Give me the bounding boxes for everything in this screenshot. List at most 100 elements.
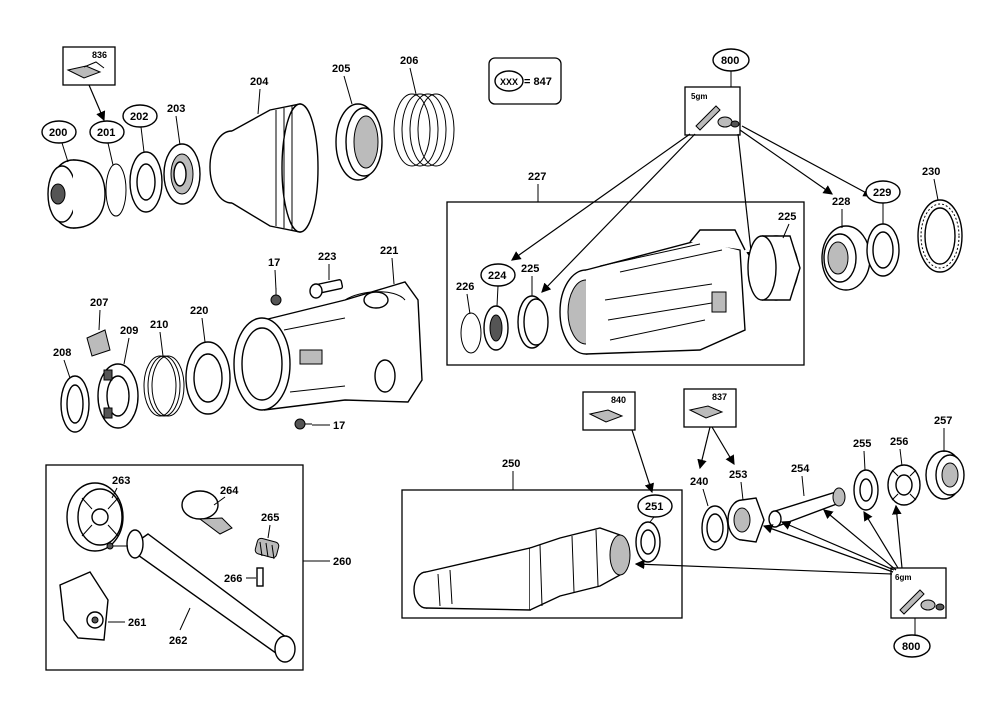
part-203 — [163, 143, 201, 205]
arrow-to-224 — [511, 133, 691, 261]
part-228 — [821, 225, 871, 291]
part-220 — [185, 341, 231, 415]
label-204: 204 — [250, 76, 269, 88]
legend-box: XXX = 847 — [488, 57, 562, 105]
label-223: 223 — [318, 251, 336, 263]
label-837: 837 — [712, 392, 727, 402]
arrow-836 — [88, 84, 106, 122]
part-253 — [727, 497, 765, 543]
grease-kit-bottom: 6gm — [890, 567, 947, 619]
part-262 — [106, 529, 296, 663]
callout-201 — [89, 120, 125, 144]
label-201: 201 — [97, 127, 115, 139]
part-225-left — [517, 295, 549, 349]
part-17-bottom — [294, 418, 312, 430]
label-254: 254 — [791, 463, 810, 475]
arrow-837-240 — [697, 426, 711, 470]
part-263 — [66, 482, 124, 552]
label-840: 840 — [611, 395, 626, 405]
label-6gm: 6gm — [895, 573, 911, 582]
arrow-to-225b — [737, 133, 756, 262]
label-263: 263 — [112, 475, 130, 487]
legend-equals: = 847 — [524, 76, 552, 88]
arrow-to-254 — [780, 520, 895, 571]
part-208 — [60, 375, 90, 433]
label-226: 226 — [456, 281, 474, 293]
label-206: 206 — [400, 55, 418, 67]
label-264: 264 — [220, 485, 239, 497]
part-254 — [768, 487, 846, 528]
label-202: 202 — [130, 111, 148, 123]
label-17-top: 17 — [268, 257, 280, 269]
part-265 — [254, 537, 280, 560]
part-226 — [460, 312, 482, 354]
label-5gm: 5gm — [691, 92, 707, 101]
label-800-top: 800 — [721, 55, 739, 67]
label-205: 205 — [332, 63, 350, 75]
legend-symbol: XXX — [500, 77, 518, 87]
label-250: 250 — [502, 458, 520, 470]
part-224 — [483, 305, 509, 351]
part-209 — [97, 363, 139, 429]
arrow-to-228 — [739, 129, 833, 195]
kit-box-837: 837 — [683, 388, 737, 428]
part-204 — [209, 103, 319, 233]
label-257: 257 — [934, 415, 952, 427]
label-230: 230 — [922, 166, 940, 178]
part-251 — [635, 521, 661, 563]
label-224: 224 — [488, 270, 507, 282]
group-box-260 — [45, 464, 304, 671]
part-210 — [143, 355, 185, 417]
part-230 — [917, 199, 963, 273]
part-257 — [925, 450, 965, 500]
callout-200 — [41, 120, 77, 144]
label-207: 207 — [90, 297, 108, 309]
part-223 — [309, 279, 344, 299]
label-209: 209 — [120, 325, 138, 337]
label-265: 265 — [261, 512, 279, 524]
label-262: 262 — [169, 635, 187, 647]
label-208: 208 — [53, 347, 71, 359]
label-225-right: 225 — [778, 211, 796, 223]
label-225-left: 225 — [521, 263, 539, 275]
part-256 — [887, 464, 921, 506]
label-228: 228 — [832, 196, 850, 208]
part-spindle — [413, 527, 631, 611]
part-225-right — [747, 235, 801, 301]
label-17-bottom: 17 — [333, 420, 345, 432]
label-227: 227 — [528, 171, 546, 183]
part-221 — [233, 281, 423, 411]
label-253: 253 — [729, 469, 747, 481]
label-800-bottom: 800 — [902, 641, 920, 653]
label-203: 203 — [167, 103, 185, 115]
part-206 — [393, 93, 455, 167]
arrow-to-spindle — [634, 559, 893, 575]
part-field-housing — [559, 229, 746, 355]
label-251: 251 — [645, 501, 663, 513]
label-260: 260 — [333, 556, 351, 568]
part-261 — [59, 571, 109, 641]
part-240 — [701, 505, 729, 551]
kit-box-836: 836 — [62, 46, 116, 86]
label-221: 221 — [380, 245, 398, 257]
label-200: 200 — [49, 127, 67, 139]
label-229: 229 — [873, 187, 891, 199]
group-box-250 — [401, 489, 683, 619]
arrow-to-253 — [762, 524, 894, 573]
part-205 — [335, 103, 383, 181]
label-255: 255 — [853, 438, 871, 450]
part-264 — [181, 490, 233, 535]
arrow-to-225 — [541, 133, 696, 293]
part-229 — [866, 223, 900, 277]
callout-202 — [122, 104, 158, 128]
grease-kit-top: 5gm — [684, 86, 741, 136]
arrow-840 — [631, 429, 654, 494]
arrow-to-255 — [863, 510, 899, 569]
arrow-to-256 — [892, 504, 903, 569]
part-202 — [129, 151, 163, 213]
label-266: 266 — [224, 573, 242, 585]
part-266 — [256, 567, 264, 587]
label-220: 220 — [190, 305, 208, 317]
